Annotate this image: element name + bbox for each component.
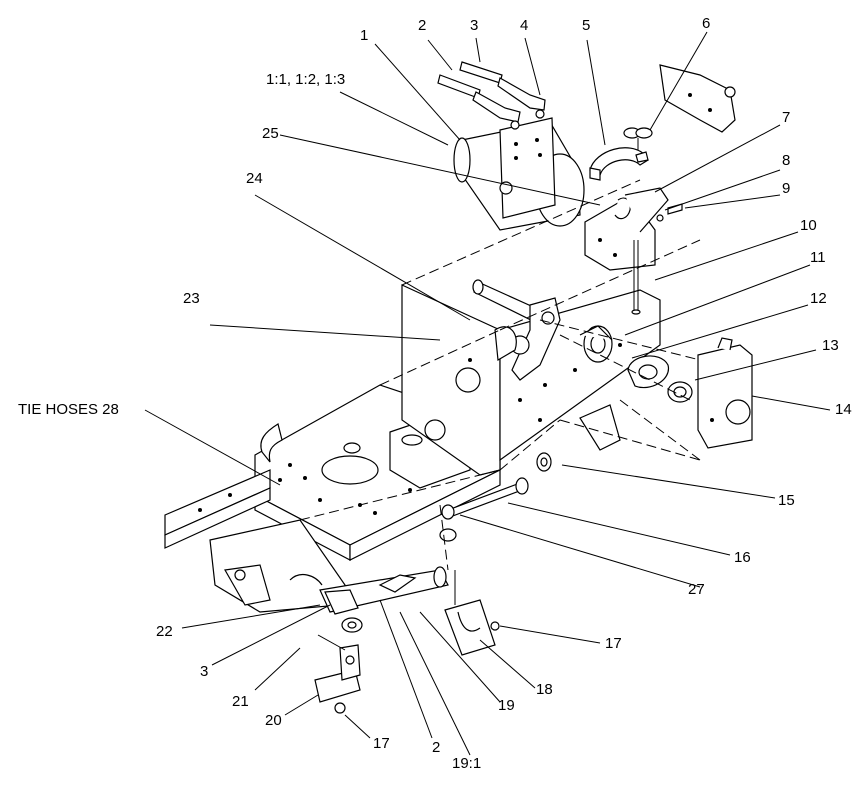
callout-1: 1 [360,27,368,44]
callout-11: 11 [810,249,826,266]
callout-5: 5 [582,17,590,34]
tie-rod [441,477,529,520]
callout-17-right: 17 [605,635,622,652]
callout-2-top: 2 [418,17,426,34]
callout-15: 15 [778,492,795,509]
assembly-lines [299,179,701,571]
top-cover-plate [659,64,736,133]
lower-mount-bracket [314,634,361,714]
callout-tie-hoses: TIE HOSES 28 [18,401,119,418]
wing-nut [623,127,653,150]
callout-1-sub: 1:1, 1:2, 1:3 [266,71,345,88]
callout-21: 21 [232,693,249,710]
callout-6: 6 [702,15,710,32]
callout-23: 23 [183,290,200,307]
callout-2-bottom: 2 [432,739,440,756]
callout-10: 10 [800,217,817,234]
right-side-bracket [697,337,753,449]
lower-right-bracket [444,570,500,656]
callout-7: 7 [782,109,790,126]
callout-22: 22 [156,623,173,640]
flange-bearing [627,355,693,403]
callout-13: 13 [822,337,839,354]
callout-14: 14 [835,401,852,418]
callout-20: 20 [265,712,282,729]
callout-3-bottom: 3 [200,663,208,680]
callout-19-1: 19:1 [452,755,481,772]
callout-3-top: 3 [470,17,478,34]
small-bolts [631,203,683,315]
callout-17-bottom: 17 [373,735,390,752]
lower-left-bracket [209,519,346,613]
callout-25: 25 [262,125,279,142]
mount-plate [401,284,501,476]
callout-8: 8 [782,152,790,169]
lower-actuator [319,566,449,633]
callout-4: 4 [520,17,528,34]
callout-27: 27 [688,581,705,598]
hydraulic-cylinder [453,117,585,231]
hydraulic-fittings [437,61,546,130]
leader-lines [144,31,831,756]
callout-18: 18 [536,681,553,698]
left-rail [164,423,283,549]
callout-24: 24 [246,170,263,187]
mounting-strap [589,147,649,181]
callout-9: 9 [782,180,790,197]
callout-19: 19 [498,697,515,714]
spring-bracket [584,187,669,271]
callout-12: 12 [810,290,827,307]
callout-16: 16 [734,549,751,566]
